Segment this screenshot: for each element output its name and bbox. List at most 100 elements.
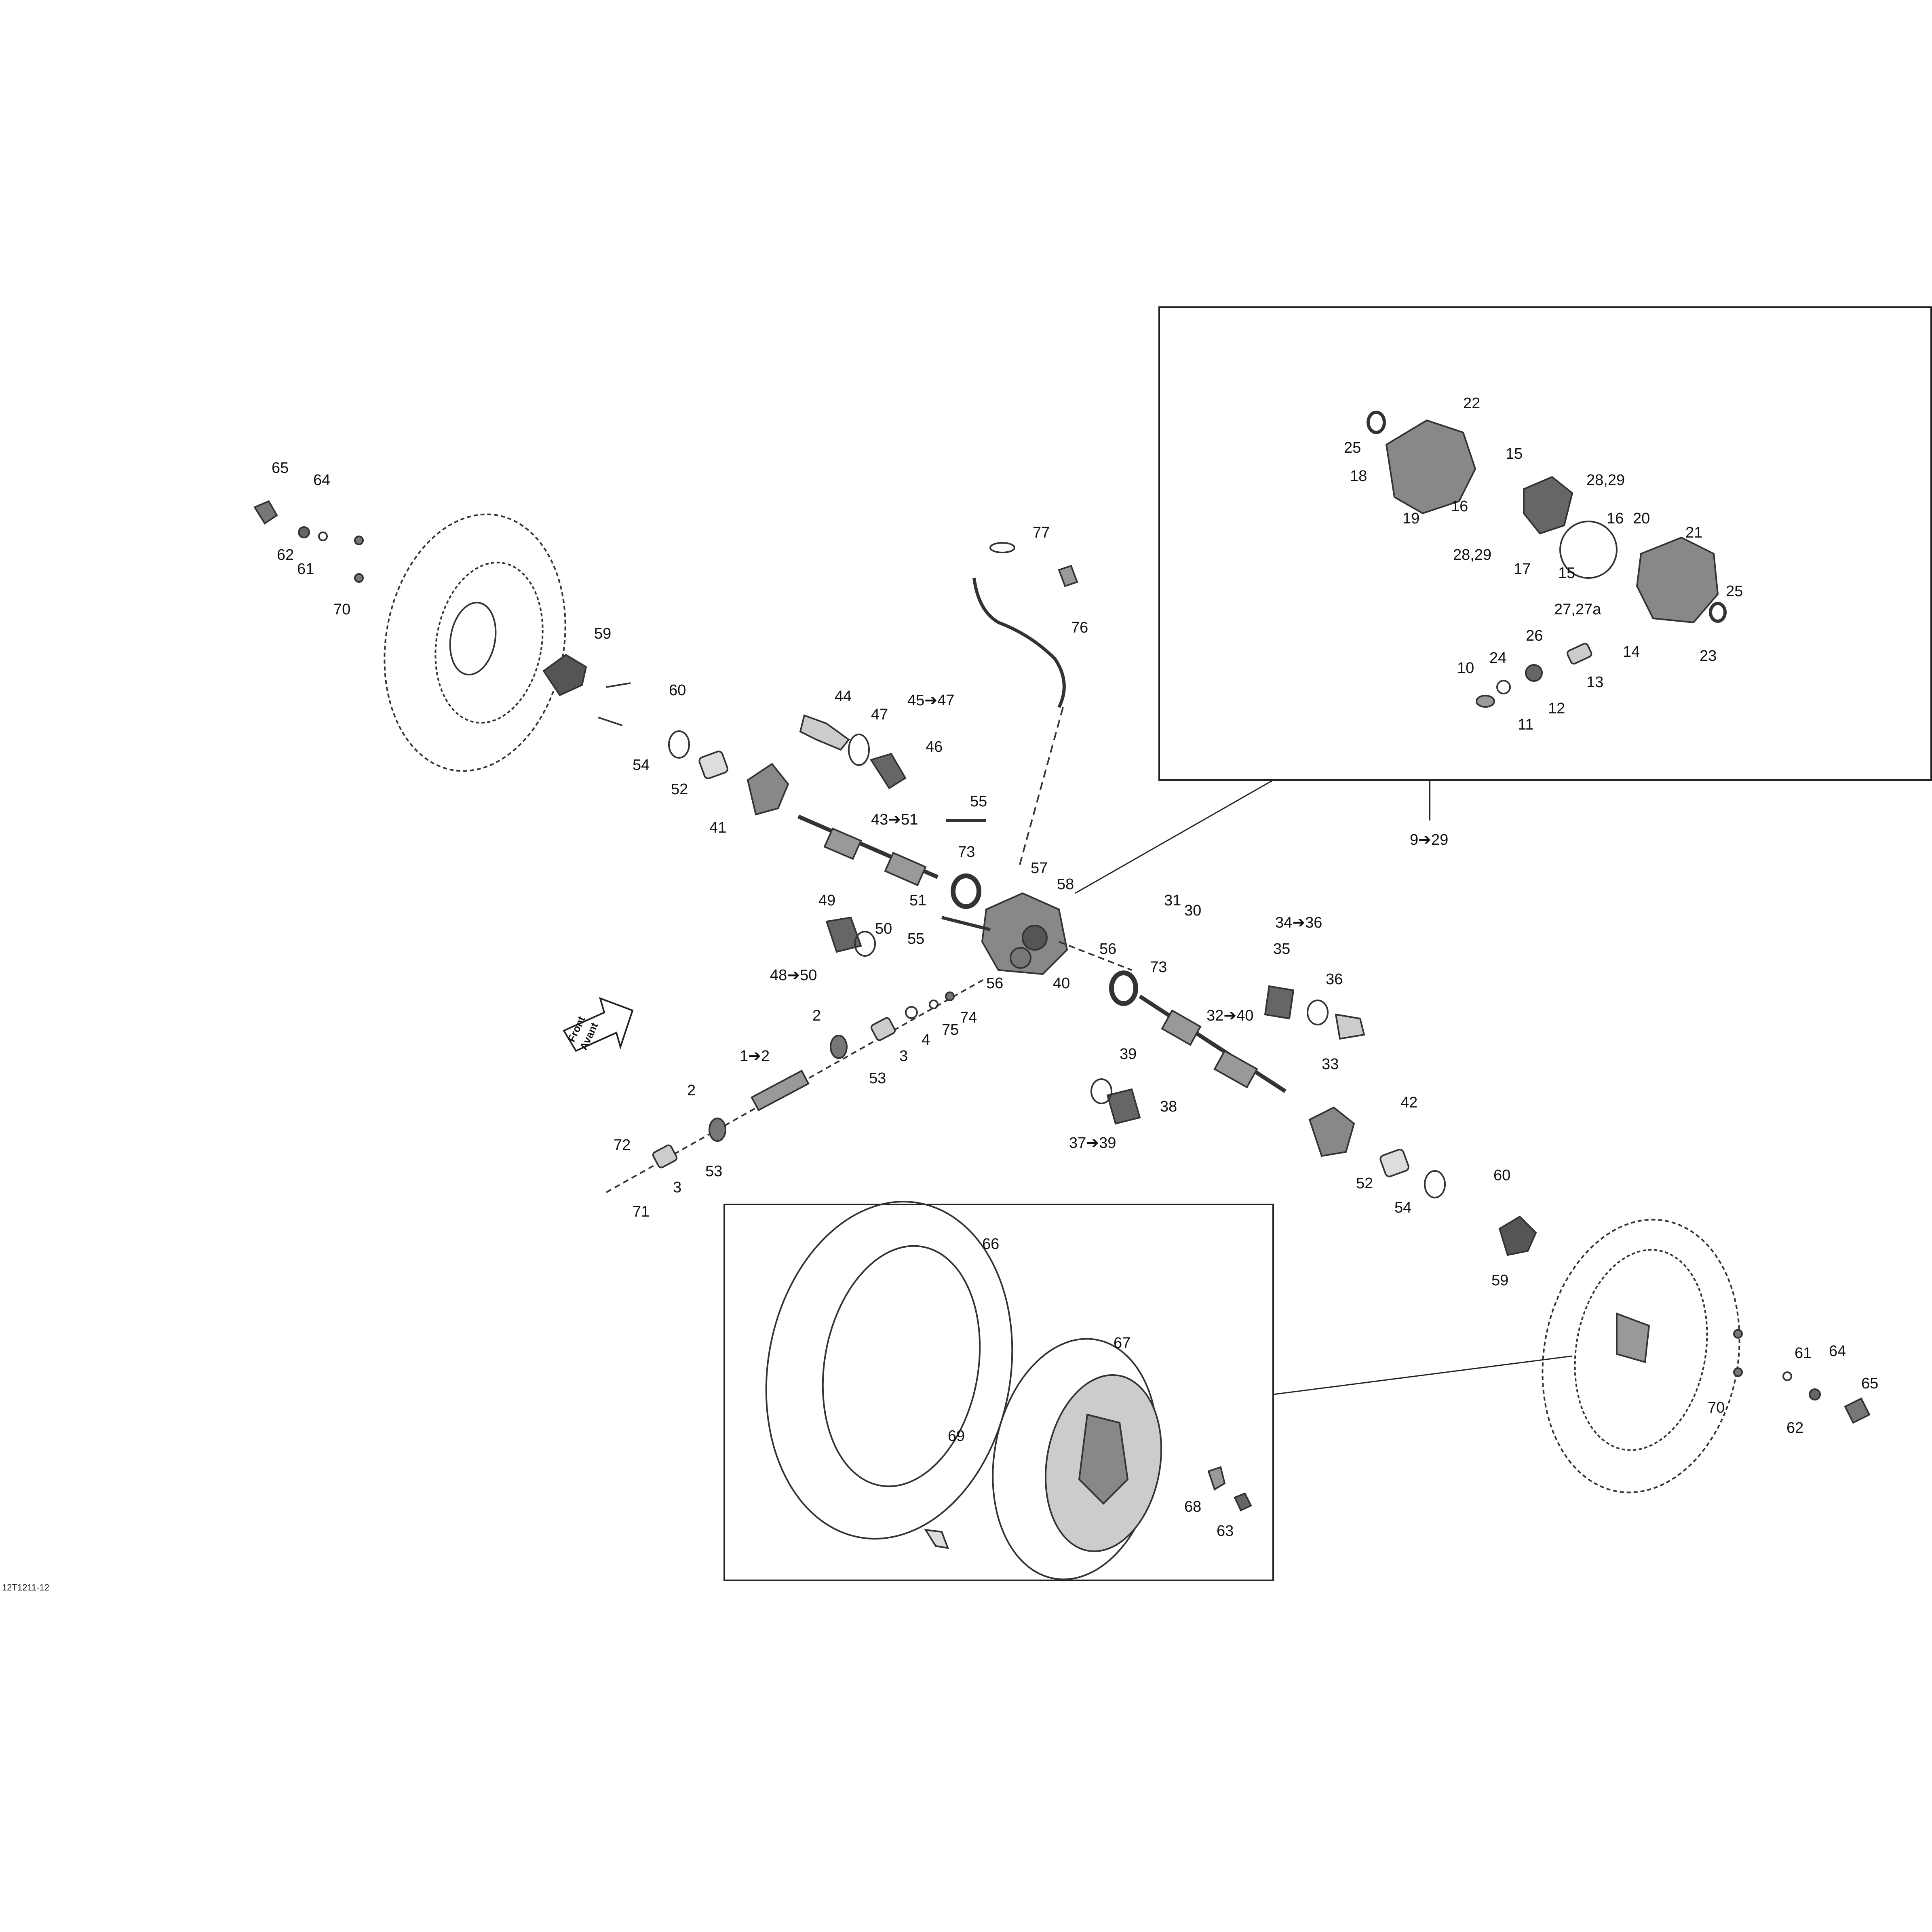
callout-label: 74 [960, 1009, 977, 1026]
right-axle-tip-33 [1335, 1013, 1365, 1040]
callout-label: 31 [1164, 892, 1181, 909]
differential-detail-parts [1367, 411, 1727, 708]
right-hub-59 [1498, 1215, 1537, 1256]
callout-label: 25 [1726, 583, 1743, 600]
diff-seal-25-right [1709, 602, 1727, 623]
left-ring-54 [668, 730, 690, 759]
callout-label: 32➔40 [1206, 1007, 1253, 1024]
right-boot-outer [1213, 1050, 1258, 1088]
right-cap-65 [1844, 1397, 1871, 1424]
callout-label: 60 [1493, 1167, 1510, 1184]
washer-4 [905, 1006, 918, 1019]
diff-housing-21 [1636, 536, 1719, 624]
valve-stem-68 [1207, 1466, 1226, 1491]
callout-label: 54 [1394, 1199, 1411, 1216]
callout-label: 73 [1150, 959, 1167, 976]
diff-ring-gear-17 [1523, 476, 1573, 535]
coupling-3-top [870, 1017, 896, 1041]
callout-label: 26 [1526, 627, 1543, 644]
right-nut-70a [1733, 1329, 1743, 1339]
callout-label: 68 [1184, 1498, 1201, 1515]
left-ring-47 [848, 734, 870, 766]
left-washer-61 [318, 532, 328, 541]
callout-label: 40 [1053, 975, 1070, 992]
diff-bearing-12 [1525, 664, 1543, 682]
callout-label: 62 [1786, 1419, 1803, 1436]
callout-label: 77 [1033, 524, 1050, 541]
breather-tube-dashed [1018, 707, 1064, 869]
callout-label: 49 [818, 892, 835, 909]
diff-seal-10 [1476, 695, 1495, 708]
callout-label: 19 [1403, 510, 1419, 527]
left-boot-outer [884, 852, 927, 886]
right-boot-34 [1264, 985, 1295, 1020]
left-hub [542, 654, 587, 696]
callout-label: 11 [1518, 716, 1533, 733]
callout-label: 13 [1586, 674, 1603, 691]
callout-label: 57 [1031, 860, 1048, 877]
callout-label: 59 [594, 625, 611, 642]
left-bearing-52 [698, 751, 728, 779]
callout-label: 56 [1099, 941, 1116, 958]
bushing-53-top [830, 1035, 848, 1059]
left-boot-48 [825, 916, 862, 953]
diff-bearing-11 [1496, 680, 1511, 694]
diff-seal-25-top [1367, 411, 1386, 434]
callout-label: 24 [1489, 650, 1506, 666]
callout-label: 48➔50 [770, 967, 817, 984]
callout-label: 69 [948, 1428, 965, 1445]
coupling-3-bottom [652, 1144, 678, 1168]
callout-label: 20 [1633, 510, 1650, 527]
callout-label: 23 [1700, 648, 1717, 664]
wheel-detail-parts [765, 1201, 1252, 1580]
callout-label: 15 [1506, 445, 1523, 462]
left-rim-outline [434, 561, 544, 724]
left-wheel-assembly [253, 500, 789, 816]
right-ring-54 [1424, 1170, 1446, 1198]
callout-label: 70 [1708, 1399, 1725, 1416]
callout-label: 12 [1548, 700, 1565, 717]
clamp-77b [1058, 565, 1078, 587]
right-rim-spokes [1616, 1312, 1650, 1363]
right-knuckle-42 [1308, 1106, 1355, 1157]
bushing-53-bottom [709, 1118, 726, 1142]
wheel-frame-leader [1273, 1355, 1573, 1395]
differential-housing-group [941, 542, 1132, 975]
callout-label: 64 [313, 472, 330, 489]
lug-nut-63 [1234, 1492, 1252, 1512]
callout-label: 46 [926, 738, 943, 755]
callout-label: 66 [982, 1236, 999, 1253]
left-boot-45 [869, 753, 907, 789]
washer-74 [945, 991, 955, 1001]
callout-label: 65 [272, 460, 289, 477]
left-nut-70a [354, 536, 364, 545]
callout-label: 27,27a [1554, 601, 1601, 618]
right-nut-70b [1733, 1367, 1743, 1377]
callout-label: 72 [614, 1137, 631, 1154]
callout-label: 18 [1350, 468, 1367, 485]
front-direction-arrow: Front Avant [563, 997, 634, 1052]
callout-label: 39 [1120, 1046, 1137, 1063]
callout-label: 2 [687, 1082, 696, 1099]
callout-label: 59 [1491, 1272, 1508, 1289]
callout-label: 47 [871, 706, 888, 723]
callout-label: 67 [1114, 1335, 1131, 1352]
callout-label: 42 [1400, 1094, 1417, 1111]
callout-label: 64 [1829, 1343, 1846, 1360]
left-stud-60b [598, 717, 623, 726]
callout-label: 61 [297, 561, 314, 578]
right-ring-39 [1090, 1078, 1112, 1104]
left-boot-inner [823, 827, 862, 860]
callout-label: 60 [669, 682, 686, 699]
callout-label: 22 [1463, 395, 1480, 412]
callout-label: 37➔39 [1069, 1135, 1116, 1152]
callout-label: 70 [333, 601, 350, 618]
diff-pinion-13 [1566, 643, 1592, 665]
weight-69 [924, 1529, 949, 1549]
center-dashed-leader [1059, 941, 1132, 971]
left-cap-65 [253, 500, 278, 525]
callout-label: 52 [1356, 1175, 1373, 1192]
callout-label: 75 [942, 1021, 959, 1038]
callout-label: 53 [869, 1070, 886, 1087]
